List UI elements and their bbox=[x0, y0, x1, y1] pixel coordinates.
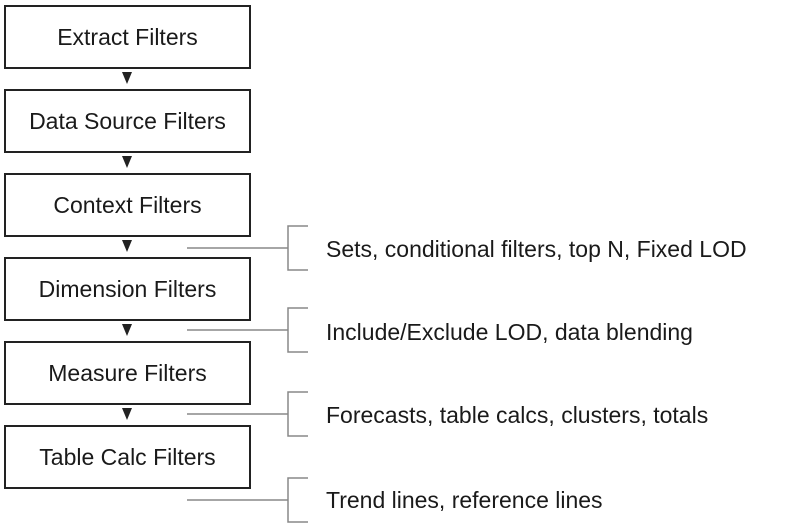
filter-step-label: Extract Filters bbox=[57, 23, 198, 50]
arrow-3-4 bbox=[122, 240, 132, 252]
arrow-4-5 bbox=[122, 324, 132, 336]
arrow-1-2 bbox=[122, 72, 132, 84]
annotation-bracket-3 bbox=[187, 391, 308, 437]
annotation-bracket-1 bbox=[187, 225, 308, 271]
annotation-bracket-2 bbox=[187, 307, 308, 353]
filter-step-label: Context Filters bbox=[53, 191, 202, 218]
filter-step-extract: Extract Filters bbox=[4, 5, 251, 69]
filter-step-context: Context Filters bbox=[4, 173, 251, 237]
annotation-bracket-4 bbox=[187, 477, 308, 523]
annotation-text-4: Trend lines, reference lines bbox=[326, 487, 603, 513]
filter-step-data-source: Data Source Filters bbox=[4, 89, 251, 153]
annotation-text-1: Sets, conditional filters, top N, Fixed … bbox=[326, 236, 747, 262]
annotation-text-2: Include/Exclude LOD, data blending bbox=[326, 319, 693, 345]
arrow-2-3 bbox=[122, 156, 132, 168]
filter-step-label: Table Calc Filters bbox=[39, 443, 216, 470]
filter-step-label: Measure Filters bbox=[48, 359, 207, 386]
filter-step-label: Dimension Filters bbox=[38, 275, 217, 302]
filter-step-label: Data Source Filters bbox=[29, 107, 226, 134]
annotation-text-3: Forecasts, table calcs, clusters, totals bbox=[326, 402, 709, 428]
filter-step-table-calc: Table Calc Filters bbox=[4, 425, 251, 489]
filter-step-dimension: Dimension Filters bbox=[4, 257, 251, 321]
filter-step-measure: Measure Filters bbox=[4, 341, 251, 405]
arrow-5-6 bbox=[122, 408, 132, 420]
